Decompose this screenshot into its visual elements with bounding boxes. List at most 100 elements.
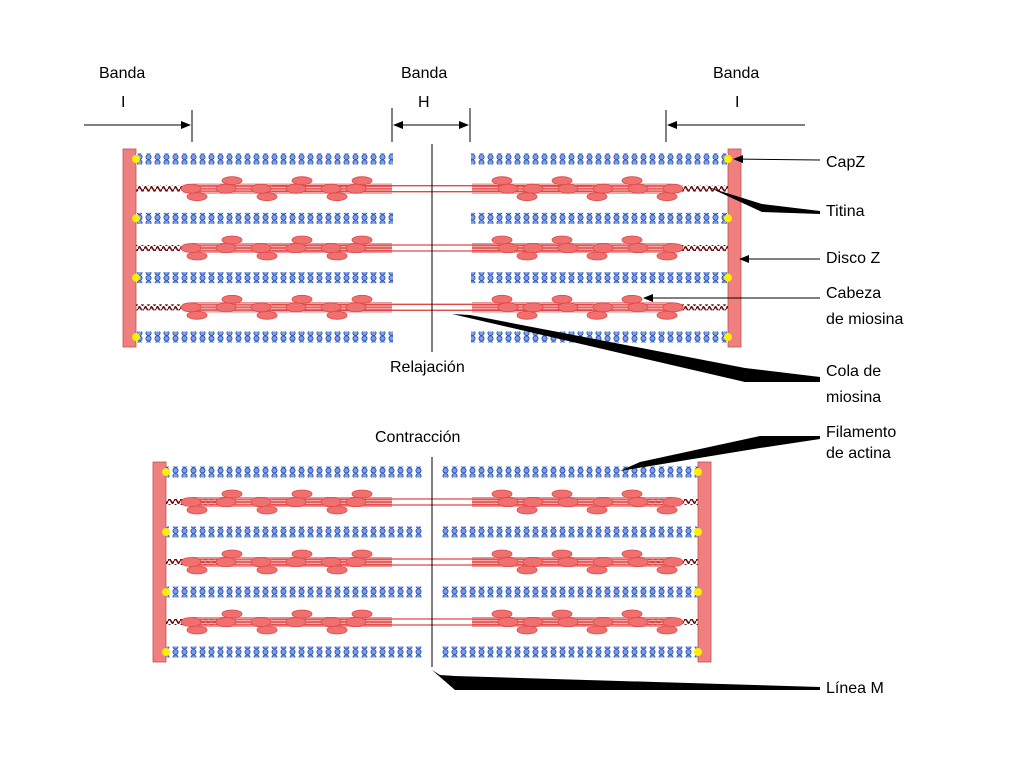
myosin-head bbox=[250, 243, 272, 253]
titin-pointer bbox=[706, 186, 820, 214]
myosin-head bbox=[662, 497, 684, 507]
capz-cap bbox=[132, 155, 140, 163]
myosin-head bbox=[551, 294, 573, 304]
myosin-head bbox=[326, 565, 348, 575]
band-i-right-letter: I bbox=[735, 94, 739, 111]
myosin-head bbox=[215, 617, 237, 627]
myosin-head bbox=[516, 625, 538, 635]
myosin-head bbox=[180, 497, 202, 507]
z-disc-label: Disco Z bbox=[826, 250, 880, 267]
myosin-head bbox=[627, 183, 649, 194]
titin bbox=[668, 304, 728, 311]
myosin-head bbox=[621, 294, 643, 304]
myosin-head bbox=[621, 489, 643, 499]
band-i-left-word: Banda bbox=[99, 65, 145, 82]
capz-cap bbox=[162, 588, 170, 596]
myosin-head bbox=[320, 183, 342, 194]
myosin-head bbox=[186, 625, 208, 635]
sarcomere-contracted bbox=[152, 457, 712, 667]
capz-cap bbox=[724, 155, 732, 163]
myosin-head bbox=[557, 617, 579, 627]
myosin-head bbox=[522, 497, 544, 507]
myosin-head bbox=[557, 497, 579, 507]
myosin-head bbox=[351, 609, 373, 619]
myosin-head bbox=[256, 251, 278, 261]
myosin-head bbox=[351, 549, 373, 559]
myosin-head bbox=[326, 192, 348, 202]
band-i-right-label: Banda I bbox=[713, 65, 759, 111]
actin-filament bbox=[136, 331, 393, 343]
myosin-head bbox=[551, 176, 573, 186]
myosin-head bbox=[345, 617, 367, 627]
titin bbox=[668, 185, 728, 192]
myosin-head bbox=[345, 557, 367, 567]
myosin-head bbox=[586, 505, 608, 515]
myosin-head bbox=[180, 557, 202, 567]
myosin-head bbox=[291, 294, 313, 304]
actin-filament bbox=[471, 212, 728, 224]
myosin-head bbox=[586, 192, 608, 202]
titin bbox=[668, 245, 728, 251]
myosin-head bbox=[497, 302, 519, 313]
actin-filament bbox=[442, 466, 698, 478]
myosin-head bbox=[557, 243, 579, 253]
z-disc bbox=[697, 461, 712, 663]
myosin-head bbox=[221, 294, 243, 304]
myosin-tail-pointer bbox=[452, 314, 820, 382]
myosin-head bbox=[285, 302, 307, 313]
myosin-head bbox=[186, 251, 208, 261]
capz-cap bbox=[162, 648, 170, 656]
actin-filament bbox=[136, 212, 393, 224]
myosin-head bbox=[221, 549, 243, 559]
myosin-head bbox=[320, 617, 342, 627]
myosin-head bbox=[186, 310, 208, 320]
myosin-head bbox=[491, 549, 513, 559]
band-h-word: Banda bbox=[401, 65, 447, 82]
z-disc bbox=[122, 148, 137, 348]
myosin-head bbox=[516, 192, 538, 202]
myosin-tail-label-1: Cola de bbox=[826, 363, 881, 380]
myosin-head bbox=[491, 294, 513, 304]
myosin-head bbox=[551, 549, 573, 559]
myosin-head bbox=[250, 617, 272, 627]
myosin-head bbox=[351, 176, 373, 186]
myosin-head bbox=[627, 243, 649, 253]
myosin-head bbox=[551, 489, 573, 499]
actin-filament bbox=[166, 586, 422, 598]
myosin-head bbox=[221, 489, 243, 499]
sarcomere-relaxed bbox=[122, 144, 742, 352]
actin-pointer bbox=[620, 436, 820, 471]
myosin-head bbox=[285, 497, 307, 507]
myosin-head bbox=[351, 294, 373, 304]
myosin-head bbox=[497, 183, 519, 194]
myosin-head bbox=[221, 235, 243, 245]
actin-filament bbox=[442, 586, 698, 598]
myosin-head bbox=[516, 251, 538, 261]
actin-filament bbox=[166, 526, 422, 538]
capz-cap bbox=[694, 648, 702, 656]
actin-label-2: de actina bbox=[826, 445, 891, 462]
myosin-head bbox=[285, 243, 307, 253]
myosin-head bbox=[320, 497, 342, 507]
capz-label: CapZ bbox=[826, 154, 865, 171]
z-disc bbox=[727, 148, 742, 348]
myosin-head bbox=[627, 557, 649, 567]
band-arrows bbox=[84, 108, 805, 142]
contraction-label: Contracción bbox=[375, 429, 460, 446]
myosin-head bbox=[656, 565, 678, 575]
actin-filament bbox=[471, 153, 728, 165]
myosin-head bbox=[522, 243, 544, 253]
myosin-head bbox=[656, 505, 678, 515]
actin-filament bbox=[471, 272, 728, 284]
myosin-head bbox=[621, 549, 643, 559]
band-i-left-letter: I bbox=[121, 94, 125, 111]
myosin-head bbox=[320, 302, 342, 313]
capz-cap bbox=[162, 468, 170, 476]
myosin-head bbox=[662, 557, 684, 567]
z-disc bbox=[152, 461, 167, 663]
capz-cap bbox=[132, 214, 140, 223]
myosin-head bbox=[557, 183, 579, 194]
myosin-head bbox=[256, 192, 278, 202]
myosin-head-label-2: de miosina bbox=[826, 311, 903, 328]
